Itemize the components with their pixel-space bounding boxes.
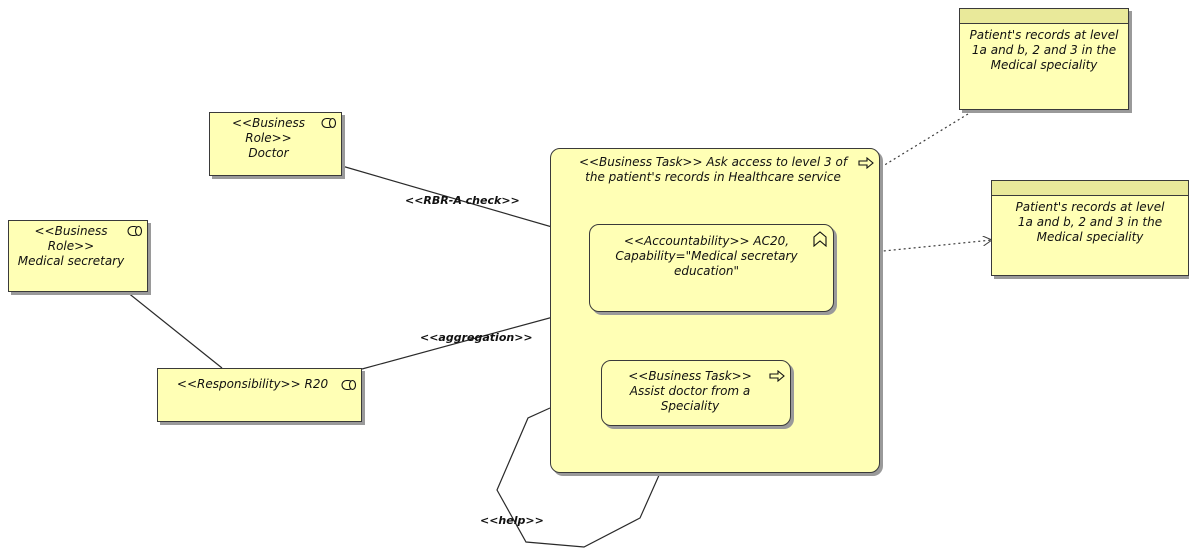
help-connector[interactable] — [496, 407, 689, 548]
stereotype-label: <<Business Task>> — [628, 369, 752, 383]
accountability-ac20[interactable]: <<Accountability>> AC20, Capability="Med… — [589, 224, 834, 312]
business-object-patient-records-right[interactable]: Patient's records at level 1a and b, 2 a… — [991, 180, 1189, 276]
node-name: Ask access to level 3 of the patient's r… — [585, 155, 851, 184]
node-name: Patient's records at level 1a and b, 2 a… — [969, 28, 1119, 72]
business-role-doctor[interactable]: <<Business Role>> Doctor — [209, 112, 342, 176]
business-role-icon — [321, 117, 337, 129]
business-role-icon — [127, 225, 143, 237]
business-function-icon — [813, 231, 827, 247]
aggregation-label: <<aggregation>> — [420, 331, 533, 344]
stereotype-label: <<Business Task>> — [578, 155, 703, 169]
business-process-arrow-icon — [769, 369, 785, 383]
stereotype-label: <<Business Role>> — [34, 224, 112, 253]
business-object-patient-records-top[interactable]: Patient's records at level 1a and b, 2 a… — [959, 8, 1129, 110]
stereotype-label: <<Responsibility>> — [176, 377, 301, 391]
business-process-arrow-icon — [858, 156, 874, 170]
business-task-assist-doctor[interactable]: <<Business Task>> Assist doctor from a S… — [601, 360, 791, 426]
object-header — [992, 181, 1188, 196]
node-name: R20 — [304, 377, 329, 391]
business-role-medical-secretary[interactable]: <<Business Role>> Medical secretary — [8, 220, 148, 292]
rbr-check-label: <<RBR-A check>> — [405, 194, 520, 207]
node-name: Patient's records at level 1a and b, 2 a… — [1015, 200, 1165, 244]
responsibility-r20[interactable]: <<Responsibility>> R20 — [157, 368, 362, 422]
stereotype-label: <<Business Role>> — [231, 116, 309, 145]
node-name: Medical secretary — [17, 254, 125, 268]
node-name: AC20, Capability="Medical secretary educ… — [615, 234, 802, 278]
role-responsibility-connector[interactable] — [126, 291, 223, 369]
node-name: Doctor — [248, 146, 289, 160]
business-role-icon — [341, 379, 357, 391]
object-header — [960, 9, 1128, 24]
node-name: Assist doctor from a Speciality — [629, 384, 755, 413]
rbr-check-connector[interactable] — [341, 165, 591, 239]
help-label: <<help>> — [480, 514, 544, 527]
stereotype-label: <<Accountability>> — [623, 234, 750, 248]
